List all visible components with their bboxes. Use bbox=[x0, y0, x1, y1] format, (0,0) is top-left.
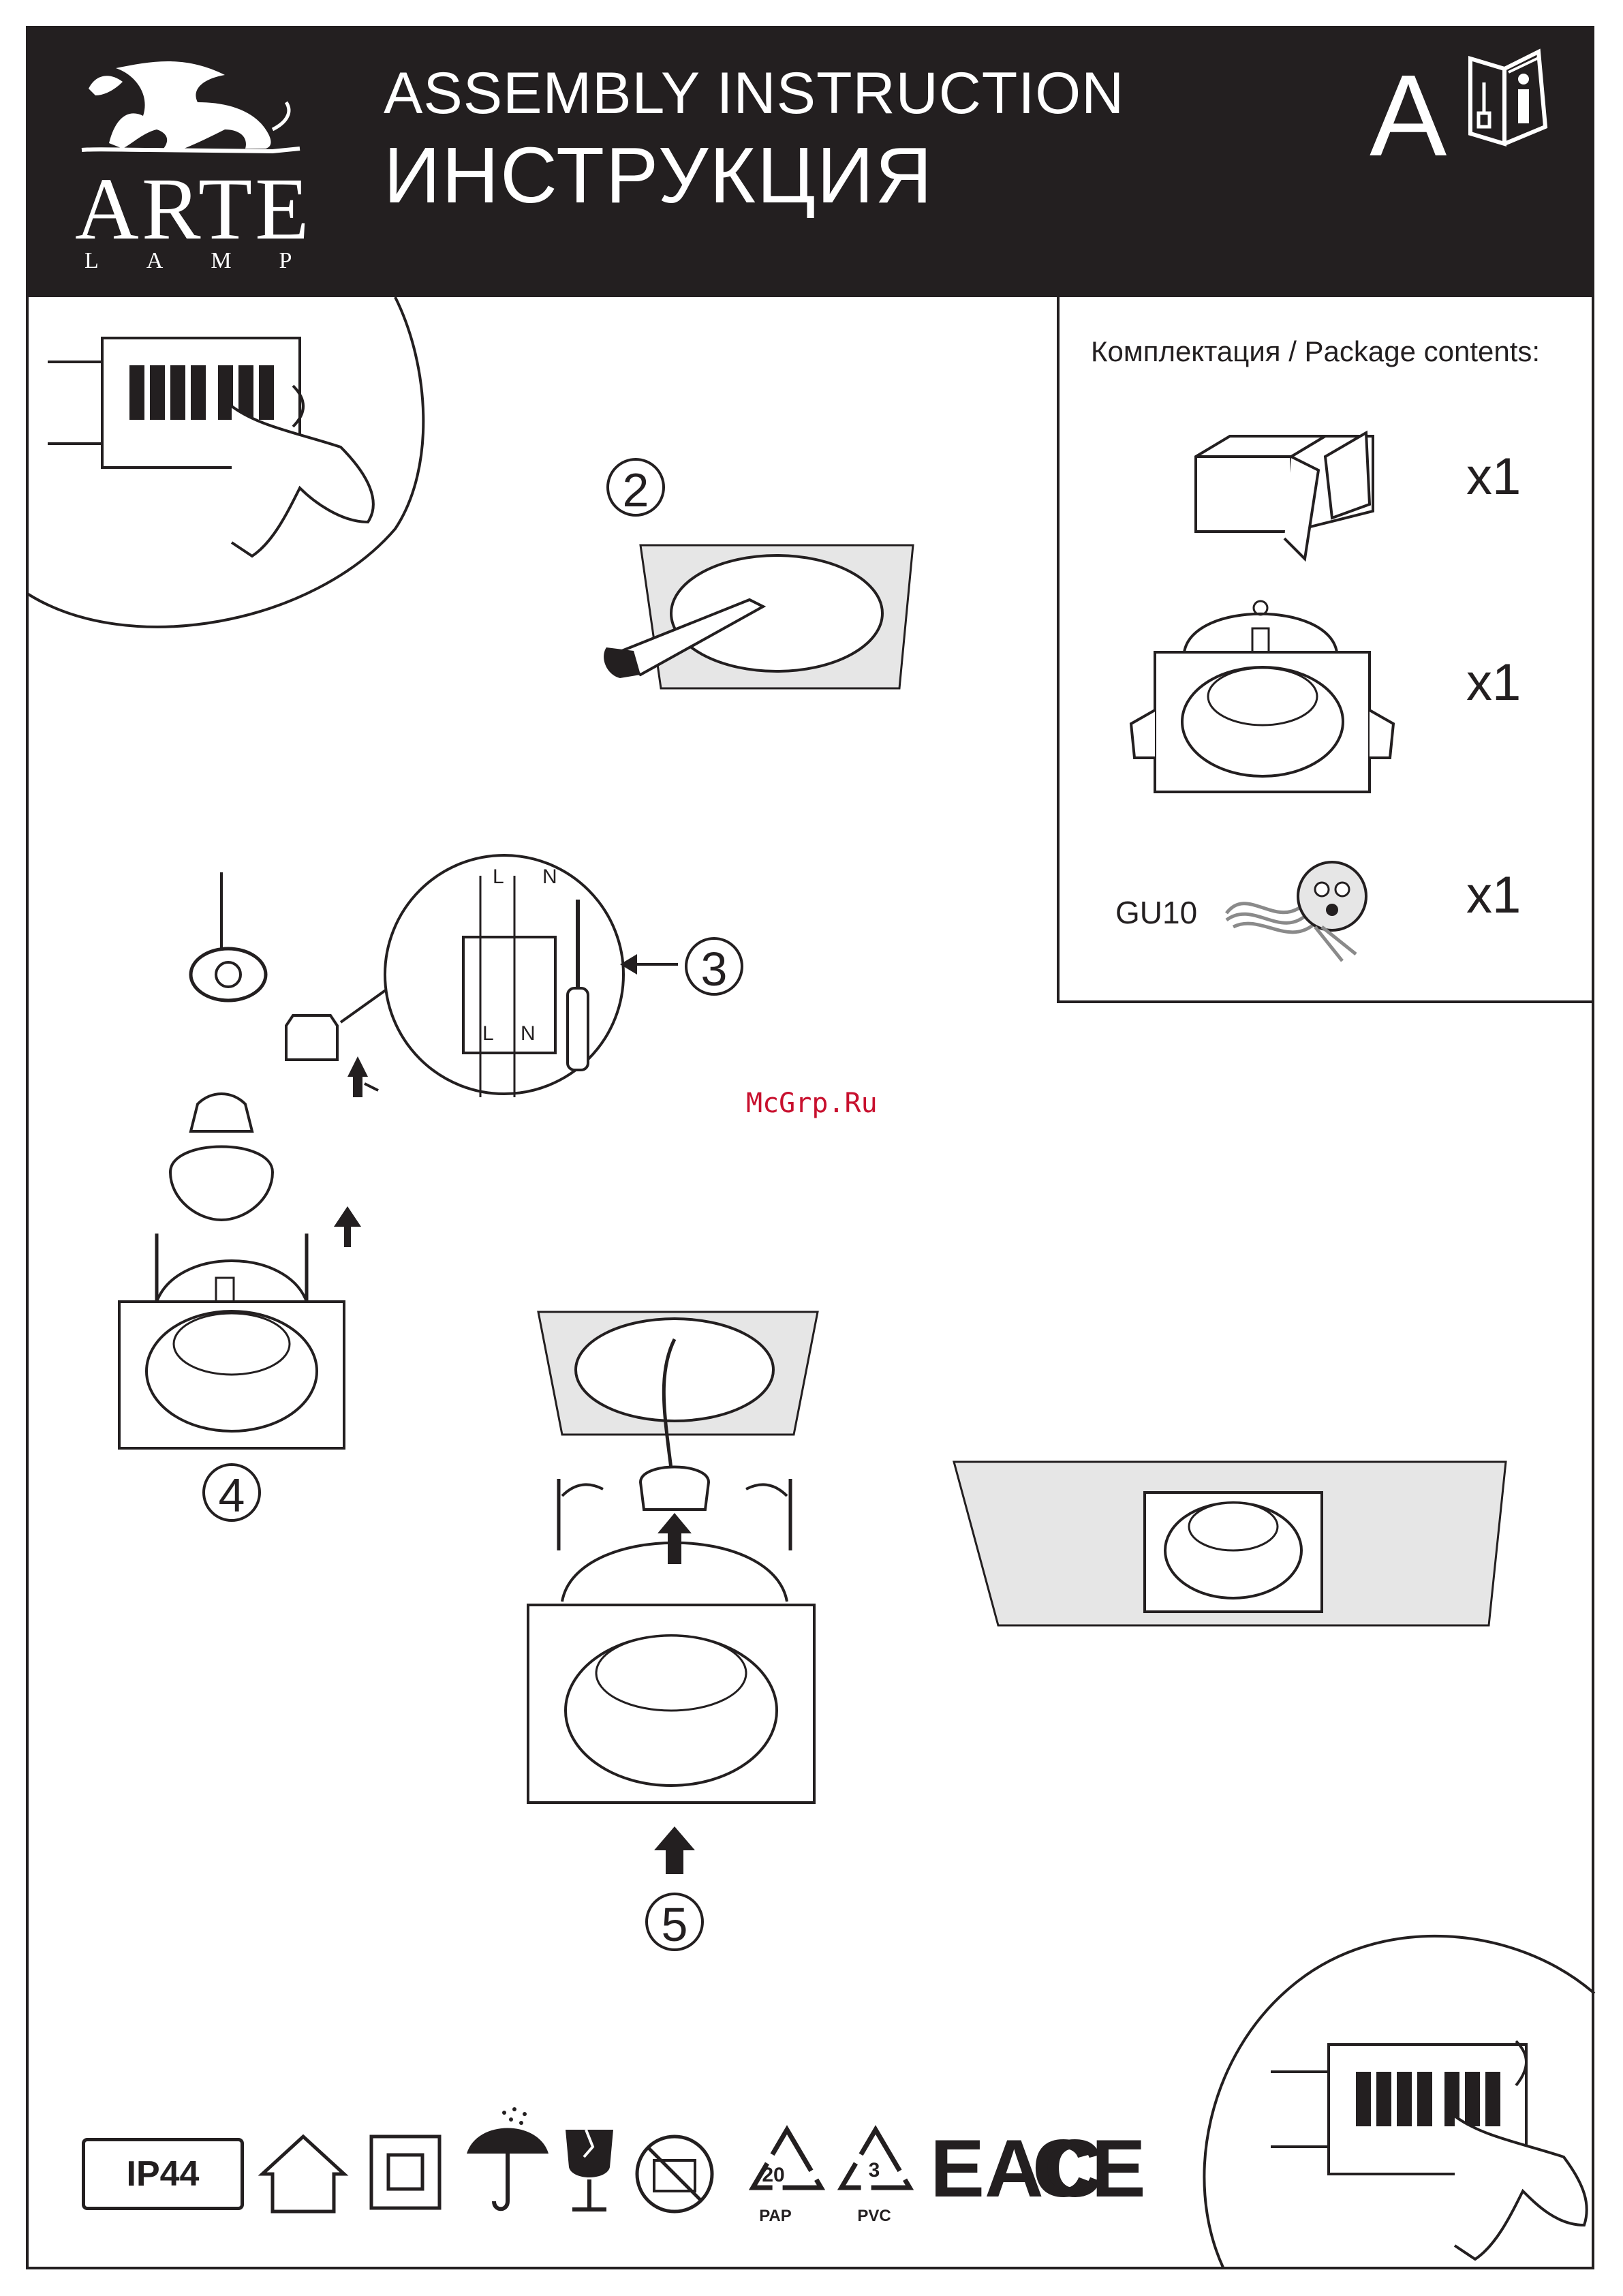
manual-info-icon bbox=[1464, 45, 1552, 147]
brand-subtitle: LAMP bbox=[84, 248, 339, 274]
watermark: McGrp.Ru bbox=[746, 1088, 878, 1119]
wire-label-n-bottom: N bbox=[521, 1022, 536, 1045]
recycle-pvc-number: 3 bbox=[847, 2159, 901, 2182]
ip-rating-badge: IP44 bbox=[82, 2138, 244, 2210]
gu10-label: GU10 bbox=[1115, 894, 1197, 931]
breaker-on-illustration bbox=[1196, 1918, 1594, 2269]
step-5-marker: 5 bbox=[645, 1893, 704, 1951]
package-qty-fixture: x1 bbox=[1466, 653, 1521, 712]
recycle-pap-number: 20 bbox=[746, 2164, 801, 2187]
package-qty-socket: x1 bbox=[1466, 866, 1521, 925]
step-4-marker: 4 bbox=[202, 1463, 261, 1522]
wire-label-l-top: L bbox=[493, 866, 504, 889]
downlight-fixture-icon bbox=[1124, 594, 1404, 799]
griffin-logo-icon bbox=[68, 48, 313, 164]
ce-mark: CE bbox=[1032, 2122, 1146, 2216]
fragile-glass-icon bbox=[562, 2126, 617, 2215]
package-box-icon bbox=[1189, 429, 1380, 566]
wire-label-l-bottom: L bbox=[482, 1022, 494, 1045]
wire-label-n-top: N bbox=[542, 866, 557, 889]
variant-letter: A bbox=[1370, 49, 1447, 183]
lamp-insert-illustration bbox=[116, 1090, 375, 1458]
title-russian: ИНСТРУКЦИЯ bbox=[384, 129, 933, 221]
fixture-mount-illustration bbox=[521, 1305, 828, 1959]
step-3-marker: 3 bbox=[685, 937, 743, 996]
recycle-pap-label: PAP bbox=[748, 2207, 803, 2226]
class-ii-insulation-icon bbox=[368, 2133, 443, 2211]
installed-fixture-illustration bbox=[950, 1455, 1516, 1632]
wiring-illustration bbox=[160, 852, 692, 1111]
package-qty-box: x1 bbox=[1466, 447, 1521, 506]
indoor-use-icon bbox=[259, 2133, 347, 2215]
step-2-marker: 2 bbox=[606, 458, 665, 517]
package-contents-title: Комплектация / Package contents: bbox=[1091, 335, 1540, 368]
keep-dry-umbrella-icon bbox=[463, 2106, 552, 2215]
brand-name: ARTE bbox=[75, 158, 312, 260]
no-stacking-icon bbox=[634, 2133, 715, 2215]
ceiling-cut-illustration bbox=[600, 538, 927, 695]
breaker-off-illustration bbox=[27, 297, 429, 652]
recycle-pvc-label: PVC bbox=[847, 2207, 901, 2226]
title-english: ASSEMBLY INSTRUCTION bbox=[384, 60, 1124, 127]
gu10-socket-icon bbox=[1220, 859, 1383, 968]
